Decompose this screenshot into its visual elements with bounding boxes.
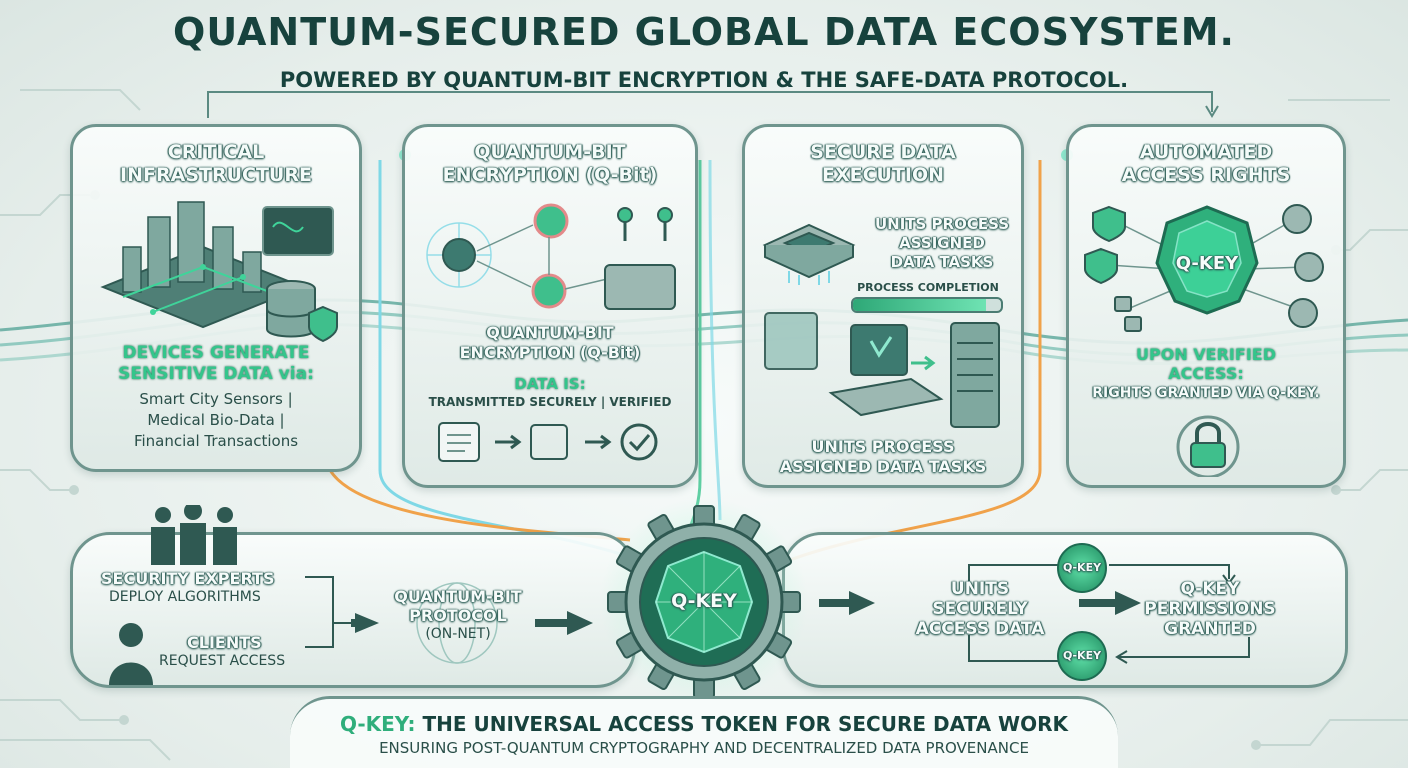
flow-arrows bbox=[305, 576, 593, 664]
cube-icon bbox=[764, 312, 818, 370]
footer-main-rest: THE UNIVERSAL ACCESS TOKEN FOR SECURE DA… bbox=[422, 712, 1069, 736]
units-line1: UNITS bbox=[950, 579, 1010, 599]
panel-access-request-flow: SECURITY EXPERTS DEPLOY ALGORITHMS CLIEN… bbox=[70, 505, 636, 688]
page-title: QUANTUM-SECURED GLOBAL DATA ECOSYSTEM. bbox=[173, 10, 1235, 54]
clients-title: CLIENTS bbox=[187, 633, 262, 652]
execution-title-line2: EXECUTION bbox=[821, 164, 945, 186]
small-q-key-top: Q-KEY bbox=[1057, 543, 1107, 593]
footer-sub: ENSURING POST-QUANTUM CRYPTOGRAPHY AND D… bbox=[379, 739, 1029, 757]
encryption-title-line1: QUANTUM-BIT bbox=[474, 141, 626, 163]
execution-top-line2: ASSIGNED bbox=[899, 234, 985, 252]
workstation-server-icon bbox=[764, 312, 1000, 428]
arrow-icon bbox=[585, 434, 612, 450]
page-subtitle: POWERED BY QUANTUM-BIT ENCRYPTION & THE … bbox=[279, 68, 1129, 92]
process-completion-fill bbox=[853, 299, 987, 311]
central-key-label: Q-KEY bbox=[671, 590, 737, 612]
critical-list-line3: Financial Transactions bbox=[133, 432, 299, 450]
small-key-top-label: Q-KEY bbox=[1062, 561, 1102, 574]
arrow-icon bbox=[1115, 591, 1141, 615]
critical-green-line2: SENSITIVE DATA via: bbox=[118, 364, 314, 384]
footer-band bbox=[290, 696, 1118, 768]
encryption-mid-line1: QUANTUM-BIT bbox=[486, 323, 614, 342]
clients-sub: REQUEST ACCESS bbox=[159, 653, 286, 669]
access-rights-text: RIGHTS GRANTED VIA Q-KEY. bbox=[1092, 385, 1320, 401]
processor-chip-icon bbox=[762, 223, 856, 285]
panel-access-rights: AUTOMATED ACCESS RIGHTS Q-KEY UPON VERIF… bbox=[1066, 124, 1346, 488]
execution-bottom-line2: ASSIGNED DATA TASKS bbox=[779, 457, 987, 476]
experts-sub: DEPLOY ALGORITHMS bbox=[109, 589, 261, 605]
encryption-device-icon bbox=[604, 264, 676, 310]
critical-title-line1: CRITICAL bbox=[167, 141, 265, 163]
access-gem-label: Q-KEY bbox=[1175, 253, 1239, 274]
execution-top-line3: DATA TASKS bbox=[890, 253, 994, 271]
critical-title-line2: INFRASTRUCTURE bbox=[120, 164, 312, 186]
access-network-icon bbox=[1084, 204, 1324, 332]
small-q-key-bottom: Q-KEY bbox=[1057, 631, 1107, 681]
check-icon bbox=[620, 423, 658, 461]
lock-icon bbox=[1114, 204, 1324, 332]
units-line2: SECURELY bbox=[932, 599, 1028, 619]
smart-city-icon bbox=[100, 201, 334, 329]
key-icon bbox=[617, 207, 633, 223]
critical-list-line1: Smart City Sensors | bbox=[139, 390, 293, 408]
progress-label: PROCESS COMPLETION bbox=[857, 281, 999, 294]
panel-secure-execution: SECURE DATA EXECUTION UNITS PROCESS ASSI… bbox=[742, 124, 1024, 488]
panel-permissions-flow: UNITS SECURELY ACCESS DATA Q-KEY Q-KEY Q… bbox=[782, 532, 1348, 688]
arrow-icon bbox=[567, 611, 593, 635]
monitor-icon bbox=[850, 324, 908, 376]
key-icon bbox=[657, 207, 673, 223]
perm-line2: PERMISSIONS bbox=[1144, 599, 1276, 619]
central-gear-icon bbox=[600, 498, 808, 706]
document-verify-flow bbox=[438, 422, 658, 462]
critical-list-line2: Medical Bio-Data | bbox=[147, 411, 285, 429]
execution-bottom-line1: UNITS PROCESS bbox=[811, 437, 955, 456]
encryption-data-label: DATA IS: bbox=[514, 375, 586, 393]
access-title-line1: AUTOMATED bbox=[1139, 141, 1273, 163]
perm-line1: Q-KEY bbox=[1180, 579, 1240, 599]
experts-title: SECURITY EXPERTS bbox=[101, 569, 275, 588]
arrow-icon bbox=[849, 591, 875, 615]
encryption-mid-line2: ENCRYPTION (Q-Bit) bbox=[459, 343, 641, 362]
protocol-line2: PROTOCOL bbox=[409, 606, 507, 625]
execution-top-line1: UNITS PROCESS bbox=[874, 215, 1010, 233]
security-experts-icon bbox=[151, 505, 237, 565]
panel-critical-infrastructure: CRITICAL INFRASTRUCTURE DEVICES GENERATE… bbox=[70, 124, 362, 472]
access-title-line2: ACCESS RIGHTS bbox=[1121, 164, 1291, 186]
encryption-title-line2: ENCRYPTION (Q-Bit) bbox=[442, 164, 658, 186]
access-green-line1: UPON VERIFIED bbox=[1136, 345, 1276, 364]
encryption-status: TRANSMITTED SECURELY | VERIFIED bbox=[428, 395, 672, 409]
protocol-line1: QUANTUM-BIT bbox=[394, 587, 522, 606]
permission-flow-arrows bbox=[819, 564, 1250, 664]
access-green-line2: ACCESS: bbox=[1168, 364, 1244, 383]
protocol-line3: (ON-NET) bbox=[425, 626, 491, 642]
units-line3: ACCESS DATA bbox=[915, 619, 1045, 639]
panel-quantum-encryption: QUANTUM-BIT ENCRYPTION (Q-Bit) QUANTUM-B… bbox=[402, 124, 698, 488]
small-key-bottom-label: Q-KEY bbox=[1062, 649, 1102, 662]
execution-title-line1: SECURE DATA bbox=[810, 141, 956, 163]
qubit-network-icon bbox=[426, 203, 676, 310]
client-avatar-icon bbox=[109, 623, 153, 685]
perm-line3: GRANTED bbox=[1164, 619, 1256, 639]
footer-main: Q-KEY: THE UNIVERSAL ACCESS TOKEN FOR SE… bbox=[290, 712, 1118, 736]
database-shield-icon bbox=[266, 280, 338, 343]
arrow-icon bbox=[495, 434, 522, 450]
critical-green-line1: DEVICES GENERATE bbox=[122, 343, 310, 363]
sync-icon bbox=[530, 424, 568, 460]
process-completion-bar bbox=[851, 297, 1003, 313]
arrow-icon bbox=[355, 613, 379, 633]
shield-check-icon bbox=[1084, 205, 1126, 285]
padlock-icon bbox=[1176, 415, 1240, 477]
footer-main-prefix: Q-KEY: bbox=[339, 712, 416, 736]
